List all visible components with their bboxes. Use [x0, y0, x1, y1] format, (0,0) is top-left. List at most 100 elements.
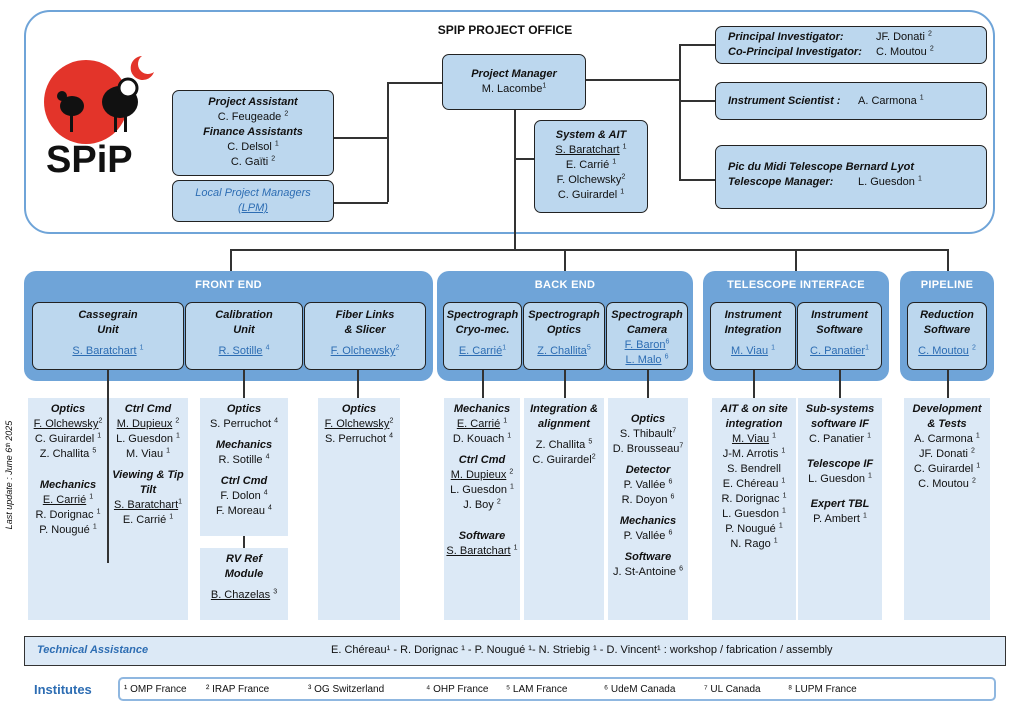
- sup: 7: [672, 427, 677, 435]
- section-title: Sub-systems: [805, 403, 875, 415]
- sup: 3: [273, 588, 278, 596]
- member: P. Nougué: [725, 523, 776, 535]
- sup: 2: [175, 417, 180, 425]
- unit-title: Software: [816, 324, 863, 336]
- section-title: Software: [458, 530, 506, 542]
- sup: 7: [679, 442, 684, 450]
- unit-lead[interactable]: Z. Challita: [537, 345, 587, 357]
- connector: [357, 370, 359, 398]
- pipeline-title: PIPELINE: [920, 279, 974, 291]
- member: R. Dorignac: [35, 509, 94, 521]
- unit-sup: 5: [586, 344, 591, 352]
- institute-item: ⁴ OHP France: [426, 684, 489, 695]
- unit-lead[interactable]: L. Malo: [625, 354, 662, 366]
- connector: [586, 79, 680, 81]
- spip-logo: SPiP: [36, 44, 166, 181]
- unit-title: Integration: [724, 324, 782, 336]
- last-update: Last update : June 6ᵗʰ 2025: [4, 420, 14, 530]
- member: Z. Challita: [535, 439, 586, 451]
- tbl-title: Pic du Midi Telescope Bernard Lyot: [728, 161, 915, 173]
- project-manager-box: Project Manager M. Lacombe1: [442, 54, 586, 110]
- sup: 1: [169, 513, 174, 521]
- unit-lead[interactable]: F. Baron: [624, 339, 666, 351]
- connector: [679, 44, 715, 46]
- member: C. Guirardel: [532, 454, 592, 466]
- member: S. Perruchot: [324, 433, 387, 445]
- connector: [839, 370, 841, 398]
- connector: [647, 370, 649, 398]
- lpm-line1: Local Project Managers: [195, 187, 311, 199]
- front-end-title: FRONT END: [195, 279, 262, 291]
- unit-title: Reduction: [920, 309, 974, 321]
- fa-sup: 1: [274, 140, 279, 148]
- unit-software: Instrument Software C. Panatier1: [797, 302, 882, 370]
- connector: [230, 249, 232, 271]
- unit-lead[interactable]: R. Sotille: [218, 345, 263, 357]
- unit-lead[interactable]: S. Baratchart: [72, 345, 137, 357]
- unit-lead[interactable]: M. Viau: [730, 345, 769, 357]
- sup: 2: [496, 498, 501, 506]
- panel-software: Sub-systems software IF C. Panatier 1 Te…: [798, 398, 882, 620]
- copi-sup: 2: [929, 45, 934, 53]
- section-title: & Tests: [927, 418, 967, 430]
- connector: [679, 100, 715, 102]
- sys-member: C. Guirardel: [557, 189, 618, 201]
- unit-title: Unit: [233, 324, 255, 336]
- unit-lead[interactable]: C. Moutou: [918, 345, 969, 357]
- section-title: Ctrl Cmd: [124, 403, 172, 415]
- section-title: alignment: [538, 418, 590, 430]
- pm-name: M. Lacombe: [481, 83, 543, 95]
- pa-name: C. Feugeade: [217, 111, 282, 123]
- sup: 1: [976, 462, 981, 470]
- pa-sup: 2: [284, 110, 289, 118]
- section-lead: M. Dupieux: [116, 418, 173, 430]
- unit-sup: 1: [139, 344, 144, 352]
- unit-sup: 4: [265, 344, 270, 352]
- panel-spectro-optics: Integration & alignment Z. Challita 5 C.…: [524, 398, 604, 620]
- unit-title: Fiber Links: [335, 309, 395, 321]
- tbl-label: Telescope Manager:: [728, 176, 834, 188]
- connector: [107, 398, 109, 563]
- unit-lead[interactable]: F. Olchewsky: [330, 345, 396, 357]
- copi-name: C. Moutou: [876, 46, 927, 58]
- unit-lead[interactable]: E. Carrié: [458, 345, 503, 357]
- unit-lead[interactable]: C. Panatier: [810, 345, 866, 357]
- institute-item: ¹ OMP France: [124, 684, 187, 695]
- connector: [230, 249, 948, 251]
- sup: 1: [782, 507, 786, 515]
- member: F. Moreau: [216, 505, 265, 517]
- institute-item: ⁷ UL Canada: [704, 684, 761, 695]
- is-sup: 1: [919, 94, 924, 102]
- section-title: Viewing & Tip: [112, 469, 184, 481]
- unit-cassegrain: Cassegrain Unit S. Baratchart 1: [32, 302, 184, 370]
- tbl-name: L. Guesdon: [858, 176, 915, 188]
- fa-name: C. Delsol: [227, 141, 272, 153]
- member: S. Bendrell: [727, 463, 781, 475]
- sys-member: E. Carrié: [565, 159, 610, 171]
- connector: [679, 179, 715, 181]
- back-end-title: BACK END: [534, 279, 596, 291]
- unit-calibration: Calibration Unit R. Sotille 4: [185, 302, 303, 370]
- panel-calibration: Optics S. Perruchot 4 Mechanics R. Sotil…: [200, 398, 288, 536]
- unit-title: Cassegrain: [78, 309, 138, 321]
- section-title: Development: [912, 403, 982, 415]
- section-lead: F. Olchewsky: [324, 418, 390, 430]
- section-title: Module: [224, 568, 264, 580]
- unit-title: Instrument: [811, 309, 868, 321]
- sys-sup: 1: [622, 143, 627, 151]
- lpm-line2[interactable]: (LPM): [238, 202, 268, 214]
- connector: [947, 370, 949, 398]
- section-title: Telescope IF: [806, 458, 874, 470]
- section-lead: S. Baratchart: [113, 499, 179, 511]
- sup: 4: [268, 504, 272, 512]
- section-title: RV Ref: [225, 553, 263, 565]
- tech-text: E. Chéreau¹ - R. Dorignac ¹ - P. Nougué …: [331, 644, 833, 656]
- sup: 2: [98, 417, 103, 425]
- sys-sup: 1: [612, 158, 617, 166]
- member: M. Viau: [125, 448, 164, 460]
- member: C. Panatier: [809, 433, 865, 445]
- institutes-label: Institutes: [34, 682, 92, 697]
- unit-title: Spectrograph: [528, 309, 600, 321]
- member: E. Carrié: [122, 514, 167, 526]
- unit-title: Instrument: [724, 309, 782, 321]
